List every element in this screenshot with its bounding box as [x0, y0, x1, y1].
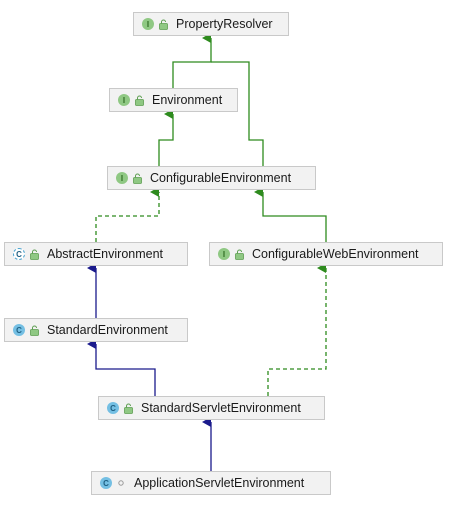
node-label: PropertyResolver	[176, 17, 273, 31]
interface-icon: I	[142, 18, 154, 30]
node-label: AbstractEnvironment	[47, 247, 164, 261]
public-lock-icon	[134, 94, 144, 106]
edge-abstractenvironment-to-configurableenvironment	[95, 187, 160, 242]
node-standardservletenvironment[interactable]: C StandardServletEnvironment	[98, 396, 325, 420]
node-label: ConfigurableEnvironment	[150, 171, 292, 185]
edge-configurableenvironment-to-environment	[158, 109, 174, 166]
node-label: StandardServletEnvironment	[141, 401, 301, 415]
edge-standardservletenvironment-to-configurablewebenvironment	[267, 263, 327, 396]
abstract-class-icon: C	[13, 248, 25, 260]
interface-icon: I	[218, 248, 230, 260]
public-lock-icon	[132, 172, 142, 184]
edge-configurableenvironment-to-propertyresolver	[211, 61, 264, 166]
node-configurableenvironment[interactable]: I ConfigurableEnvironment	[107, 166, 316, 190]
node-label: ApplicationServletEnvironment	[134, 476, 305, 490]
class-icon: C	[13, 324, 25, 336]
class-icon: C	[107, 402, 119, 414]
public-lock-icon	[158, 18, 168, 30]
class-icon: C	[100, 477, 112, 489]
node-environment[interactable]: I Environment	[109, 88, 238, 112]
interface-icon: I	[116, 172, 128, 184]
node-label: StandardEnvironment	[47, 323, 168, 337]
node-configurablewebenvironment[interactable]: I ConfigurableWebEnvironment	[209, 242, 443, 266]
node-standardenvironment[interactable]: C StandardEnvironment	[4, 318, 188, 342]
package-private-dot-icon	[116, 477, 126, 489]
public-lock-icon	[29, 248, 39, 260]
edge-environment-to-propertyresolver	[172, 33, 212, 88]
node-abstractenvironment[interactable]: C AbstractEnvironment	[4, 242, 188, 266]
edge-standardservletenvironment-to-standardenvironment	[87, 339, 156, 396]
interface-icon: I	[118, 94, 130, 106]
edge-configurablewebenvironment-to-configurableenvironment	[254, 187, 327, 242]
node-propertyresolver[interactable]: I PropertyResolver	[133, 12, 289, 36]
public-lock-icon	[123, 402, 133, 414]
public-lock-icon	[29, 324, 39, 336]
public-lock-icon	[234, 248, 244, 260]
node-applicationservletenvironment[interactable]: C ApplicationServletEnvironment	[91, 471, 331, 495]
node-label: ConfigurableWebEnvironment	[252, 247, 419, 261]
node-label: Environment	[152, 93, 223, 107]
